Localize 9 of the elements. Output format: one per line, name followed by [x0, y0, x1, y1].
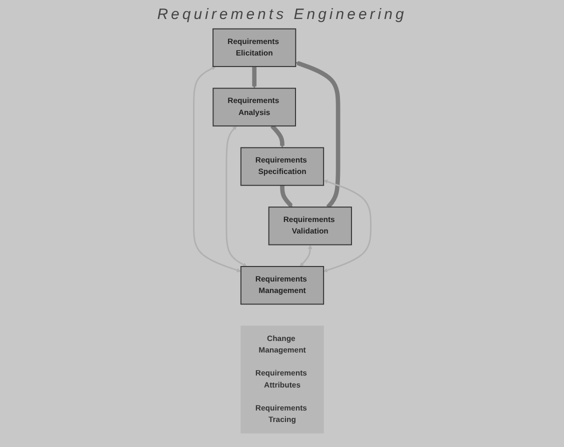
arrow: [323, 180, 372, 272]
arrow: [192, 66, 241, 272]
arrow: [295, 60, 340, 209]
arrow: [225, 126, 247, 267]
diagram-title: Requirements Engineering: [156, 5, 408, 25]
arrow: [270, 124, 284, 148]
arrow: [299, 244, 312, 267]
arrow: [252, 66, 256, 88]
arrow: [280, 185, 292, 208]
